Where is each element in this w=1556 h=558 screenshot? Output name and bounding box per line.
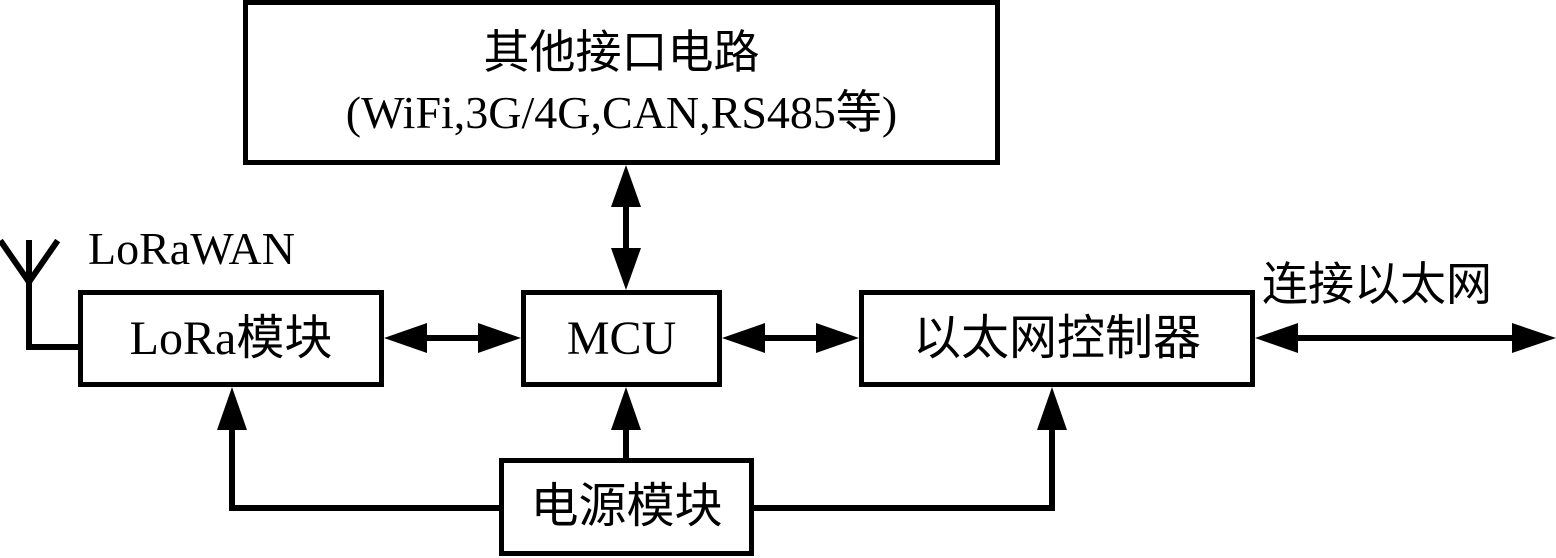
antenna-icon <box>0 238 83 350</box>
arrowhead-right-icon <box>1512 323 1556 353</box>
power-eth-link <box>749 425 1055 511</box>
lora-module-block: LoRa模块 <box>78 290 384 387</box>
power-module-block: 电源模块 <box>499 458 754 556</box>
mcu-label: MCU <box>566 311 677 365</box>
lora-module-label: LoRa模块 <box>129 311 333 365</box>
mcu-block: MCU <box>521 290 722 387</box>
ethernet-controller-block: 以太网控制器 <box>859 290 1255 387</box>
arrowhead-left-icon <box>1255 323 1298 353</box>
arrowhead-left-icon <box>384 323 427 353</box>
other-interfaces-examples: (WiFi,3G/4G,CAN,RS485等) <box>345 86 898 138</box>
other-interfaces-title: 其他接口电路 <box>483 27 760 79</box>
arrowhead-left-icon <box>722 323 765 353</box>
arrowhead-right-icon <box>478 323 521 353</box>
arrowhead-up-icon <box>217 387 247 430</box>
arrowhead-up-icon <box>1037 387 1067 430</box>
arrowhead-down-icon <box>611 248 641 290</box>
ethernet-link-label: 连接以太网 <box>1262 259 1492 310</box>
arrowhead-right-icon <box>816 323 859 353</box>
power-lora-link <box>229 425 504 511</box>
arrowhead-up-icon <box>611 387 641 430</box>
other-interfaces-block: 其他接口电路 (WiFi,3G/4G,CAN,RS485等) <box>243 0 1000 165</box>
lorawan-label: LoRaWAN <box>88 223 295 274</box>
ethernet-controller-label: 以太网控制器 <box>912 311 1201 365</box>
power-module-label: 电源模块 <box>530 480 723 534</box>
arrowhead-up-icon <box>611 165 641 207</box>
